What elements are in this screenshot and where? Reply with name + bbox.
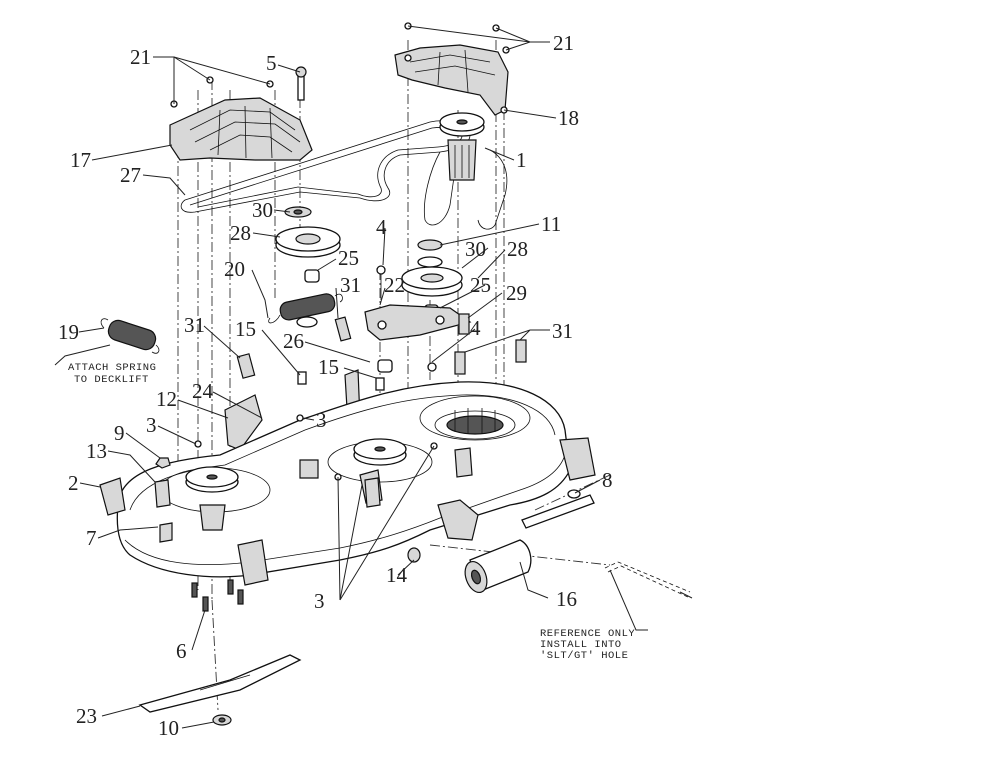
- callout-30-left: 30: [252, 198, 273, 222]
- idler-arm: [364, 304, 472, 341]
- callout-15-left: 15: [235, 317, 256, 341]
- callout-26: 26: [283, 329, 304, 353]
- callout-31-left: 31: [184, 313, 205, 337]
- callout-3-lower: 3: [314, 589, 325, 613]
- callout-21-right: 21: [553, 31, 574, 55]
- deck-rod: [521, 489, 595, 529]
- callout-11: 11: [541, 212, 561, 236]
- callout-16: 16: [556, 587, 577, 611]
- blade-bolts: [191, 579, 244, 612]
- callout-12: 12: [156, 387, 177, 411]
- callout-4-top: 4: [376, 215, 387, 239]
- leader-lines: [54, 25, 648, 729]
- callout-5: 5: [266, 51, 277, 75]
- callout-6: 6: [176, 639, 187, 663]
- callout-25-left: 25: [338, 246, 359, 270]
- callout-3-mid: 3: [316, 408, 327, 432]
- callout-25-right: 25: [470, 273, 491, 297]
- callout-2: 2: [68, 471, 79, 495]
- callout-20: 20: [224, 257, 245, 281]
- callout-17: 17: [70, 148, 91, 172]
- callout-27: 27: [120, 163, 141, 187]
- callout-22: 22: [384, 273, 405, 297]
- notes: ATTACH SPRING TO DECKLIFT REFERENCE ONLY…: [68, 362, 635, 662]
- small-hardware: [224, 265, 527, 451]
- idler-left: [275, 206, 393, 373]
- note-spring-line-1: ATTACH SPRING: [68, 362, 156, 374]
- reference-link-rod: [604, 561, 693, 599]
- callout-28-right: 28: [507, 237, 528, 261]
- deck-pulley-right: [446, 408, 504, 435]
- callout-19: 19: [58, 320, 79, 344]
- callout-29: 29: [506, 281, 527, 305]
- callout-15-center: 15: [318, 355, 339, 379]
- belt-cover-right: [394, 44, 509, 116]
- callout-numbers: 21 21 5 18 17 1 27 30 4 11 28 30 28 25 2…: [58, 31, 613, 740]
- callout-18: 18: [558, 106, 579, 130]
- note-reference-line-2: INSTALL INTO: [540, 639, 622, 651]
- callout-23: 23: [76, 704, 97, 728]
- callout-24: 24: [192, 379, 214, 403]
- callout-4-mid: 4: [470, 316, 481, 340]
- callout-13: 13: [86, 439, 107, 463]
- tension-spring: [268, 293, 343, 324]
- callout-30-right: 30: [465, 237, 486, 261]
- cutting-blade: [138, 654, 302, 726]
- callout-28-left: 28: [230, 221, 251, 245]
- decklift-spring: [100, 318, 160, 354]
- callout-1: 1: [516, 148, 527, 172]
- callout-3-upper: 3: [146, 413, 157, 437]
- callout-8: 8: [602, 468, 613, 492]
- callout-9: 9: [114, 421, 125, 445]
- deck-pulley-center: [353, 438, 407, 504]
- note-spring-line-2: TO DECKLIFT: [74, 374, 149, 386]
- callout-31-right: 31: [552, 319, 573, 343]
- callout-7: 7: [86, 526, 97, 550]
- idler-right: [401, 239, 463, 318]
- callout-10: 10: [158, 716, 179, 740]
- callout-31-top: 31: [340, 273, 361, 297]
- belt-cover-left: [169, 97, 313, 161]
- deck-pulley-left: [185, 466, 239, 531]
- deck-brackets: [99, 437, 596, 586]
- callout-21-left: 21: [130, 45, 151, 69]
- gauge-roller: [464, 539, 532, 594]
- note-reference-line-3: 'SLT/GT' HOLE: [540, 650, 628, 662]
- spindle-pulley-top: [439, 112, 485, 181]
- callout-14: 14: [386, 563, 408, 587]
- note-reference-line-1: REFERENCE ONLY: [540, 628, 635, 640]
